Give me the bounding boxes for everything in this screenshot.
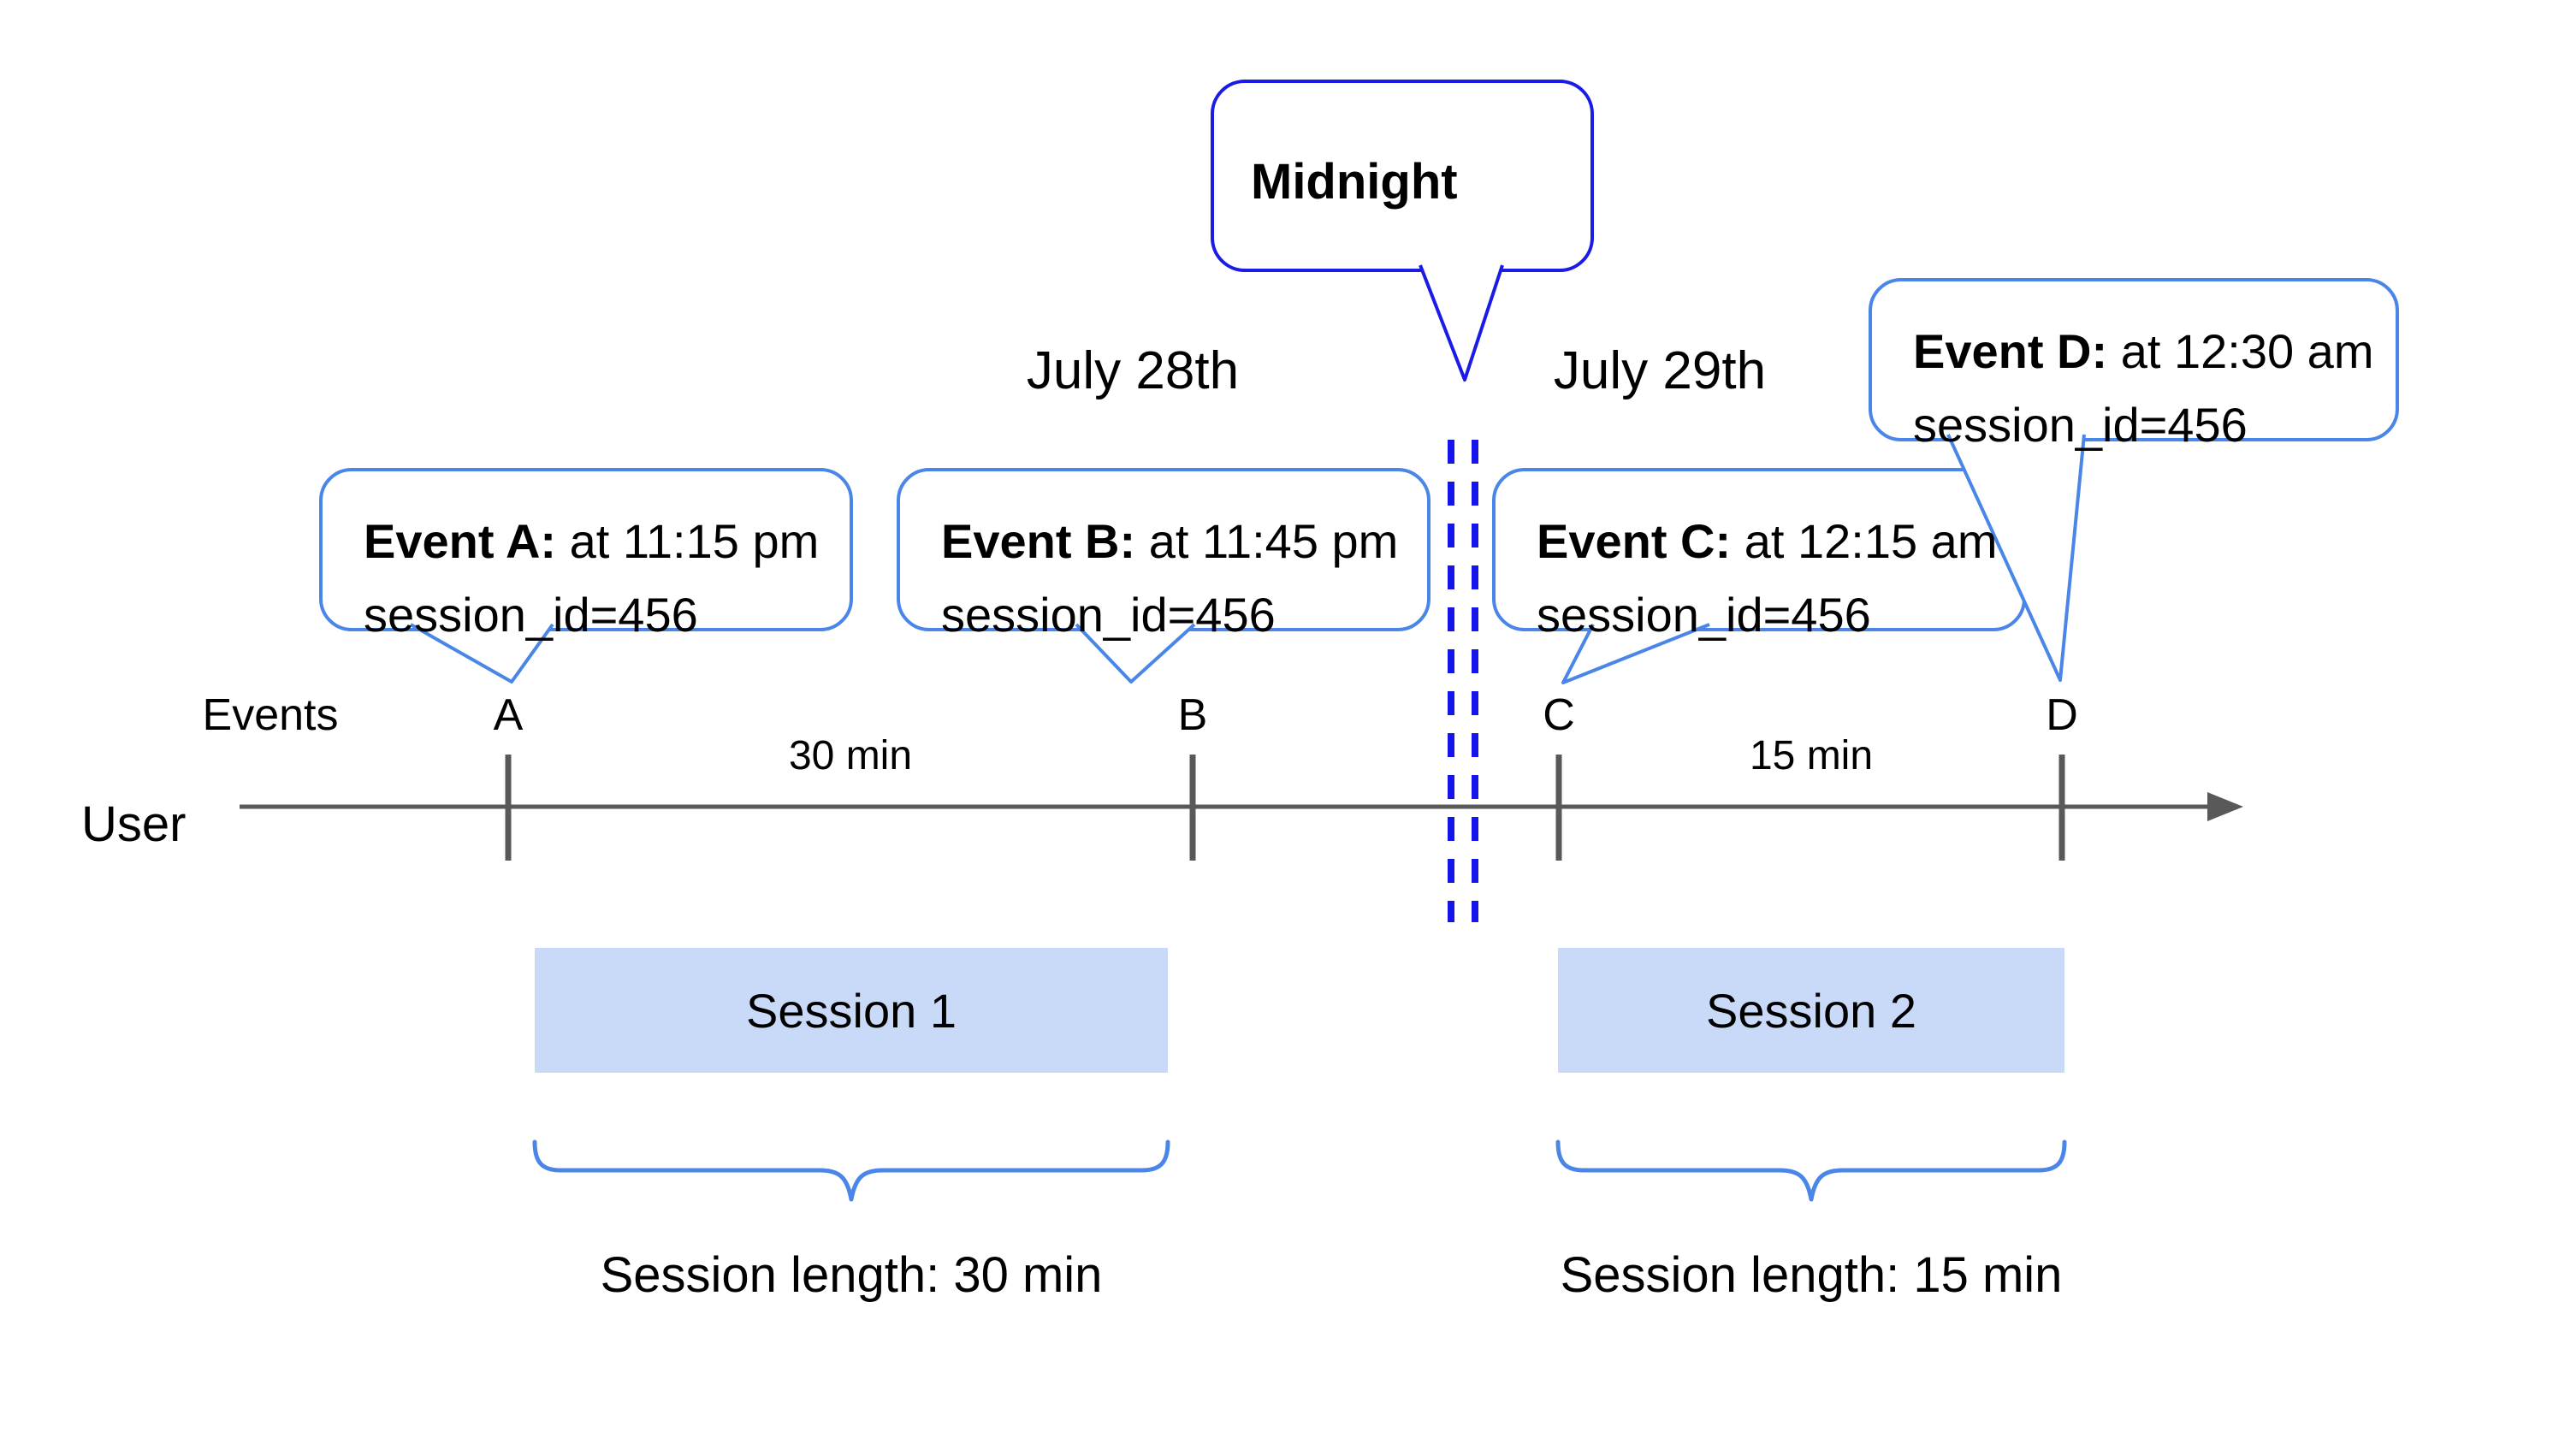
session-1-length-caption: Session length: 30 min	[600, 1247, 1103, 1303]
event-callout-a-tail	[410, 623, 554, 684]
event-d-session-id: session_id=456	[1913, 398, 2248, 452]
event-a-session-id: session_id=456	[364, 588, 698, 642]
event-callout-d-tail	[1946, 434, 2086, 682]
event-b-name: Event B:	[941, 514, 1136, 568]
event-callout-d-text: Event D: at 12:30 am session_id=456	[1913, 315, 2373, 462]
event-b-time: at 11:45 pm	[1135, 514, 1399, 568]
event-callout-a-bubble	[319, 468, 853, 631]
session-1-box	[535, 948, 1168, 1073]
event-callout-d-bubble	[1869, 278, 2399, 441]
event-callout-b-title: Event B: at 11:45 pm	[941, 505, 1398, 578]
interval-label-15min: 15 min	[1749, 733, 1874, 778]
event-c-time: at 12:15 am	[1731, 514, 1998, 568]
event-d-time: at 12:30 am	[2107, 324, 2374, 378]
session-1-brace	[532, 1139, 1170, 1202]
event-callout-c-title: Event C: at 12:15 am	[1537, 505, 1997, 578]
timeline-arrowhead-icon	[2207, 792, 2243, 821]
user-axis-label: User	[81, 796, 187, 852]
tick-letter-a: A	[493, 690, 524, 740]
date-label-july-28: July 28th	[1026, 341, 1240, 400]
midnight-callout-bubble	[1211, 80, 1594, 272]
event-a-time: at 11:15 pm	[556, 514, 820, 568]
events-axis-label: Events	[202, 690, 339, 740]
midnight-callout-label: Midnight	[1251, 154, 1458, 210]
date-label-july-29: July 29th	[1553, 341, 1767, 400]
tick-letter-d: D	[2046, 690, 2078, 740]
event-callout-b-tail	[1075, 623, 1196, 684]
event-callout-d-title: Event D: at 12:30 am	[1913, 315, 2373, 388]
tick-letter-c: C	[1543, 690, 1575, 740]
event-callout-a-title: Event A: at 11:15 pm	[364, 505, 819, 578]
event-callout-c-tail	[1561, 623, 1710, 684]
event-callout-b-text: Event B: at 11:45 pm session_id=456	[941, 505, 1398, 652]
midnight-callout-tail	[1419, 264, 1504, 382]
event-d-name: Event D:	[1913, 324, 2108, 378]
event-callout-c-text: Event C: at 12:15 am session_id=456	[1537, 505, 1997, 652]
event-b-session-id: session_id=456	[941, 588, 1276, 642]
event-c-name: Event C:	[1537, 514, 1732, 568]
interval-label-30min: 30 min	[788, 733, 913, 778]
event-c-session-id: session_id=456	[1537, 588, 1871, 642]
session-2-box	[1558, 948, 2064, 1073]
tick-letter-b: B	[1177, 690, 1208, 740]
session-2-brace	[1555, 1139, 2067, 1202]
session-2-length-caption: Session length: 15 min	[1560, 1247, 2063, 1303]
session-1-label: Session 1	[746, 983, 957, 1038]
event-callout-a-text: Event A: at 11:15 pm session_id=456	[364, 505, 819, 652]
session-2-label: Session 2	[1706, 983, 1916, 1038]
event-a-name: Event A:	[364, 514, 557, 568]
